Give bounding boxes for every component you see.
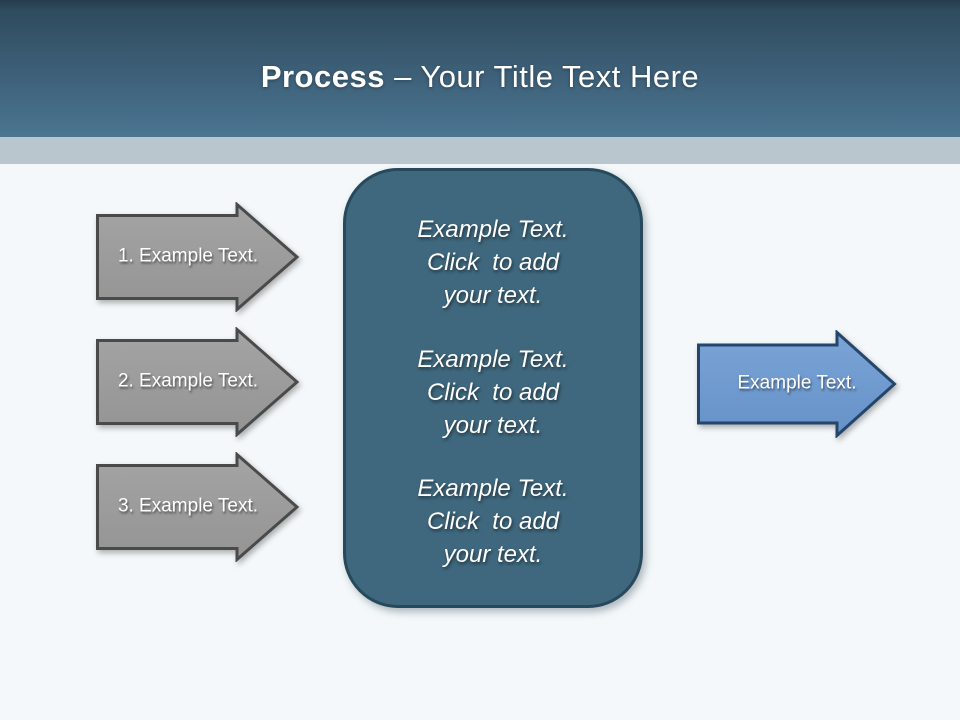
placeholder-line: Click to add <box>426 507 560 535</box>
header-accent-band <box>0 137 960 164</box>
title-rest: – Your Title Text Here <box>384 58 700 94</box>
process-step-arrow-1[interactable]: 1. Example Text. <box>96 202 300 312</box>
placeholder-line: Click to add <box>426 249 560 277</box>
process-step-arrow-3[interactable]: 3. Example Text. <box>96 452 300 562</box>
slide-header: Process – Your Title Text Here <box>0 0 960 137</box>
text-placeholder-block-1[interactable]: Example Text. Click to add your text. <box>364 213 622 312</box>
process-step-2-label: 2. Example Text. <box>117 370 259 392</box>
right-arrow-shape-icon <box>96 327 300 437</box>
placeholder-line: Click to add <box>426 378 560 406</box>
placeholder-line: your text. <box>443 540 543 568</box>
process-step-1-label: 1. Example Text. <box>117 245 259 267</box>
text-placeholder-block-3[interactable]: Example Text. Click to add your text. <box>364 472 622 571</box>
placeholder-line: Example Text. <box>417 474 569 502</box>
result-arrow[interactable]: Example Text. <box>697 330 897 438</box>
result-arrow-label: Example Text. <box>737 372 857 394</box>
process-step-3-label: 3. Example Text. <box>117 495 259 517</box>
description-panel[interactable]: Example Text. Click to add your text. Ex… <box>343 168 643 608</box>
placeholder-line: your text. <box>443 411 543 439</box>
placeholder-line: Example Text. <box>417 345 569 373</box>
right-arrow-shape-icon <box>697 330 897 438</box>
right-arrow-shape-icon <box>96 202 300 312</box>
process-step-arrow-2[interactable]: 2. Example Text. <box>96 327 300 437</box>
placeholder-line: Example Text. <box>417 216 569 244</box>
placeholder-line: your text. <box>443 282 543 310</box>
text-placeholder-block-2[interactable]: Example Text. Click to add your text. <box>364 343 622 442</box>
right-arrow-shape-icon <box>96 452 300 562</box>
slide-title: Process – Your Title Text Here <box>261 59 699 95</box>
title-emphasis: Process <box>260 58 385 94</box>
